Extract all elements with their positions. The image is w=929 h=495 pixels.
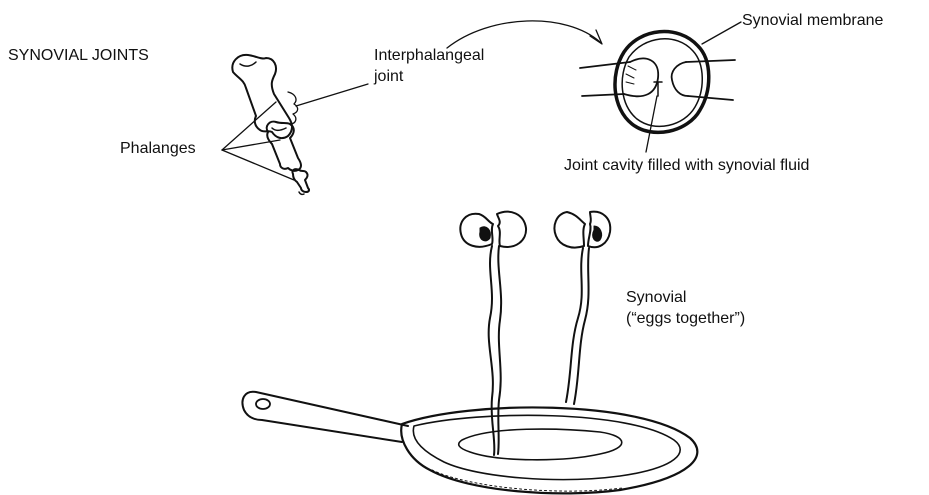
interphalangeal-label-line1: Interphalangeal — [374, 45, 484, 66]
title: SYNOVIAL JOINTS — [8, 45, 149, 66]
joint-cross-section — [580, 22, 741, 152]
proximal-phalanx — [232, 55, 292, 138]
phalanges-bones — [222, 55, 309, 194]
joint-cavity-label: Joint cavity filled with synovial fluid — [564, 155, 809, 176]
distal-phalanx — [292, 169, 309, 192]
frying-pan — [243, 392, 698, 494]
mnemonic-label-line2: (“eggs together”) — [626, 308, 745, 329]
arrow-to-joint — [447, 21, 602, 48]
mnemonic-label-line1: Synovial — [626, 287, 686, 308]
interphalangeal-label-line2: joint — [374, 66, 403, 87]
synovial-membrane-label: Synovial membrane — [742, 10, 883, 31]
interphalangeal-pointer — [288, 84, 368, 124]
phalanges-label: Phalanges — [120, 138, 196, 159]
